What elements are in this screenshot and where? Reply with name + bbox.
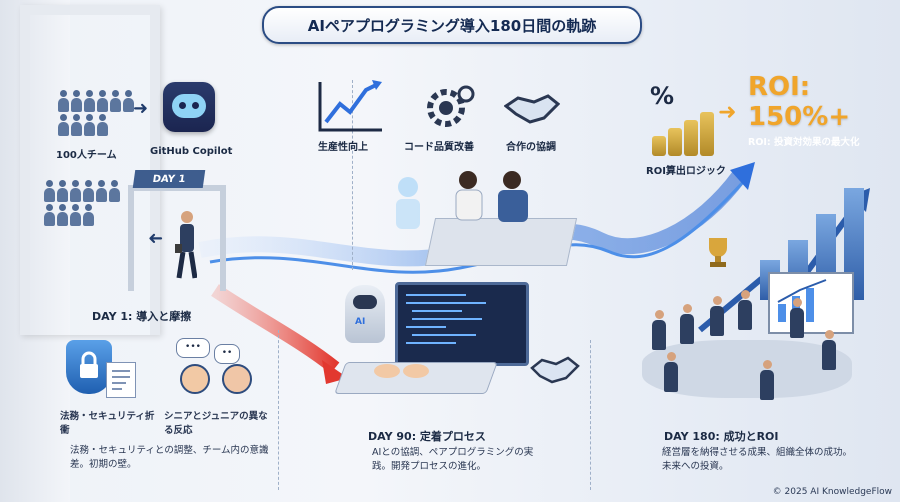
- team-crowd-icon: [44, 180, 128, 226]
- arrow-left-icon: ➜: [148, 228, 164, 249]
- roi-title: ROI:: [748, 72, 811, 102]
- growth-chart-icon: [318, 80, 382, 132]
- copyright-footer: © 2025 AI KnowledgeFlow: [772, 487, 892, 497]
- gear-icon: [427, 85, 475, 127]
- divider: [590, 340, 591, 490]
- lock-shield-icon: [66, 340, 112, 394]
- developers-pair-icon: [455, 171, 528, 222]
- robot-label: AI: [355, 317, 366, 327]
- day90-heading: DAY 90: 定着プロセス: [368, 430, 486, 443]
- junior-avatar: [222, 364, 252, 394]
- team-celebration: [640, 290, 870, 400]
- handshake-icon: [504, 94, 560, 124]
- trophy-icon: [709, 238, 727, 267]
- reaction-label: シニアとジュニアの異なる反応: [164, 411, 268, 436]
- ai-robot-icon: AI: [345, 285, 385, 343]
- roi-caption: ROI: 投資対効果の最大化: [748, 137, 860, 148]
- percent-icon: %: [650, 82, 675, 110]
- arrow-right-icon: ➜: [718, 100, 737, 125]
- day180-description: 経営層を納得させる成果、組織全体の成功。未来への投資。: [662, 447, 853, 472]
- divider: [278, 330, 279, 490]
- copilot-icon: [163, 82, 215, 132]
- divider: [352, 80, 353, 270]
- code-monitor: [395, 282, 529, 366]
- roi-value: 150%+: [748, 102, 851, 132]
- left-wall: [0, 0, 70, 502]
- team-label: 100人チーム: [56, 150, 117, 161]
- benefit-label: コード品質改善: [404, 142, 474, 153]
- flow-arrowhead: [730, 162, 755, 190]
- typing-hands-icon: [374, 364, 429, 378]
- handshake-icon: [530, 356, 580, 384]
- page-title: AIペアプログラミング導入180日間の軌跡: [262, 6, 642, 44]
- day1-description: 法務・セキュリティとの調整、チーム内の意識差。初期の壁。: [70, 445, 269, 470]
- day1-gate: [128, 185, 226, 291]
- document-icon: [106, 362, 136, 398]
- hologram-robot-icon: [396, 177, 420, 229]
- security-label: 法務・セキュリティ折衝: [60, 411, 155, 436]
- day90-description: AIとの協調、ペアプログラミングの実践。開発プロセスの進化。: [372, 447, 534, 472]
- copilot-label: GitHub Copilot: [150, 146, 233, 157]
- roi-logic-label: ROI算出ロジック: [646, 166, 726, 177]
- walking-person-icon: [175, 210, 198, 280]
- coin-stack-icon: [652, 112, 716, 156]
- speech-bubble-icon: ••: [214, 344, 240, 364]
- speech-bubble-icon: •••: [176, 338, 210, 358]
- team-crowd-icon: [58, 90, 140, 136]
- day180-heading: DAY 180: 成功とROI: [664, 430, 779, 443]
- benefit-label: 合作の協調: [506, 142, 556, 153]
- day1-heading: DAY 1: 導入と摩擦: [92, 310, 192, 323]
- senior-avatar: [180, 364, 210, 394]
- arrow-right-icon: ➜: [133, 98, 149, 119]
- benefit-label: 生産性向上: [318, 142, 368, 153]
- day1-sign: DAY 1: [132, 170, 206, 188]
- friction-arrow: [211, 284, 340, 374]
